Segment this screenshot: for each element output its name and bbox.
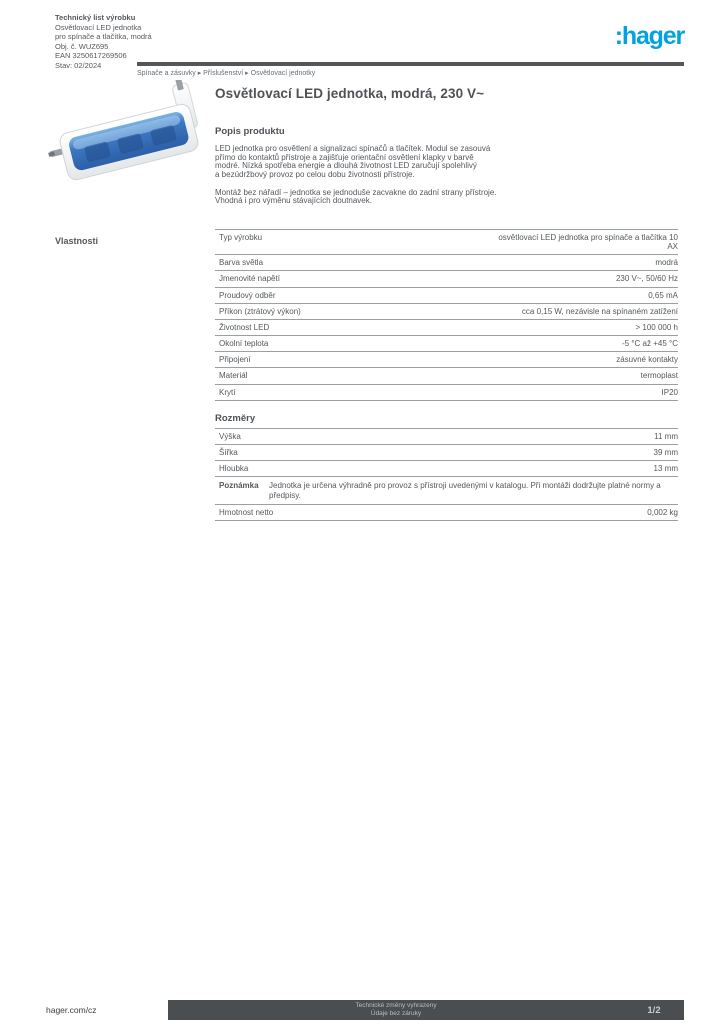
header-line: Stav: 02/2024 — [55, 60, 102, 70]
property-value: modrá — [655, 258, 678, 268]
property-label: Jmenovité napětí — [219, 274, 280, 284]
dimension-row: Šířka 39 mm — [215, 445, 678, 462]
description-line: a bezúdržbový provoz po celou dobu život… — [215, 169, 415, 179]
header-line: EAN 3250617269506 — [55, 51, 127, 61]
description-section: Popis produktu LED jednotka pro osvětlen… — [215, 126, 678, 206]
note-row: Poznámka Jednotka je určena výhradně pro… — [215, 477, 678, 505]
footer-disclaimer-line2: Údaje bez záruky — [370, 1010, 422, 1017]
property-label: Krytí — [219, 387, 236, 397]
dimension-value: 11 mm — [654, 431, 678, 441]
dimension-value: 39 mm — [653, 448, 678, 457]
footer-site-link[interactable]: hager.com/cz — [46, 1005, 97, 1015]
property-label: Proudový odběr — [219, 290, 276, 300]
hager-logo: :hager — [614, 22, 685, 50]
property-row: Barva světla modrá — [215, 255, 678, 272]
description-heading: Popis produktu — [215, 126, 285, 137]
description-line: Montáž bez nářadí – jednotka se jednoduš… — [215, 187, 497, 197]
property-label: Okolní teplota — [219, 339, 269, 349]
dimensions-table: Výška 11 mm Šířka 39 mm Hloubka 13 mm — [215, 427, 678, 478]
description-paragraph-2: Montáž bez nářadí – jednotka se jednoduš… — [215, 187, 678, 206]
weight-row: Hmotnost netto 0,002 kg — [215, 505, 678, 521]
header-line: pro spínače a tlačítka, modrá — [55, 32, 152, 42]
dimension-label: Šířka — [219, 448, 238, 457]
property-label: Připojení — [219, 355, 251, 365]
footer-disclaimer: Technické změny vyhrazeny Údaje bez záru… — [168, 1002, 624, 1018]
section-label-properties: Vlastnosti — [55, 236, 99, 246]
property-row: Okolní teplota -5 °C až +45 °C — [215, 336, 678, 353]
property-value: -5 °C až +45 °C — [622, 339, 678, 349]
property-label: Materiál — [219, 371, 248, 381]
property-value: cca 0,15 W, nezávisle na spínaném zatíže… — [521, 306, 678, 316]
footer-bar: hager.com/cz Technické změny vyhrazeny Ú… — [40, 1000, 684, 1020]
dimension-value: 13 mm — [653, 464, 678, 474]
weight-value: 0,002 kg — [647, 507, 678, 517]
property-value: termoplast — [640, 371, 678, 381]
note-text: Jednotka je určena výhradně pro provoz s… — [269, 481, 661, 500]
property-label: Životnost LED — [219, 322, 270, 332]
description-paragraph-1: LED jednotka pro osvětlení a signalizaci… — [215, 144, 678, 180]
dimension-row: Výška 11 mm — [215, 429, 678, 445]
property-value: IP20 — [661, 387, 678, 397]
header-line: Technický list výrobku — [55, 13, 136, 22]
dimension-label: Výška — [219, 431, 241, 441]
description-line: modré. Nízká spotřeba energie a dlouhá ž… — [215, 161, 477, 171]
property-label: Příkon (ztrátový výkon) — [219, 306, 301, 316]
property-value: osvětlovací LED jednotka pro spínače a t… — [498, 232, 678, 251]
main-column: Osvětlovací LED jednotka, modrá, 230 V~ … — [215, 86, 678, 521]
properties-table: Typ výrobku osvětlovací LED jednotka pro… — [215, 228, 678, 401]
property-row: Příkon (ztrátový výkon) cca 0,15 W, nezá… — [215, 304, 678, 320]
property-row: Proudový odběr 0,65 mA — [215, 288, 678, 304]
weight-label: Hmotnost netto — [219, 507, 274, 517]
description-line: Vhodná i pro výměnu stávajících doutnave… — [215, 196, 372, 206]
property-row: Materiál termoplast — [215, 368, 678, 385]
property-row: Životnost LED > 100 000 h — [215, 320, 678, 337]
dimension-row: Hloubka 13 mm — [215, 461, 678, 478]
property-label: Barva světla — [219, 258, 264, 268]
footer-site-box: hager.com/cz — [40, 1000, 168, 1020]
breadcrumb: Spínače a zásuvky ▸ Příslušenství ▸ Osvě… — [137, 70, 316, 77]
header-line: Osvětlovací LED jednotka — [55, 22, 142, 32]
property-value: 230 V~, 50/60 Hz — [615, 274, 678, 284]
property-row: Připojení zásuvné kontakty — [215, 352, 678, 369]
property-value: 0,65 mA — [648, 290, 678, 300]
footer-disclaimer-line1: Technické změny vyhrazeny — [355, 1001, 437, 1009]
dimension-label: Hloubka — [219, 464, 249, 474]
property-value: zásuvné kontakty — [616, 355, 678, 365]
dimensions-heading: Rozměry — [215, 412, 256, 424]
property-label: Typ výrobku — [219, 232, 263, 242]
property-row: Typ výrobku osvětlovací LED jednotka pro… — [215, 230, 678, 256]
property-row: Krytí IP20 — [215, 385, 678, 401]
product-title: Osvětlovací LED jednotka, modrá, 230 V~ — [215, 86, 485, 101]
description-line: přímo do kontaktů přístroje a zajišťuje … — [215, 152, 474, 162]
dimensions-section: Rozměry Výška 11 mm Šířka 39 mm Hloubka — [215, 413, 678, 521]
product-image — [48, 65, 210, 198]
led-module-illustration — [48, 65, 199, 181]
description-line: LED jednotka pro osvětlení a signalizaci… — [215, 144, 491, 153]
property-row: Jmenovité napětí 230 V~, 50/60 Hz — [215, 271, 678, 288]
header-rule — [137, 62, 684, 66]
header-line: Obj. č. WUZ695 — [55, 41, 109, 51]
note-label: Poznámka — [219, 481, 259, 491]
property-value: > 100 000 h — [635, 322, 678, 332]
footer-page-number: 1/2 — [647, 1004, 661, 1016]
